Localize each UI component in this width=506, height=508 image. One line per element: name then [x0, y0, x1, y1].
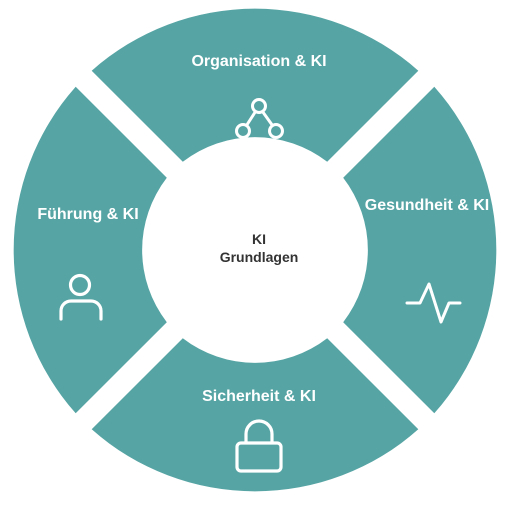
segment-ring: [13, 8, 497, 492]
segment-fuehrung: [13, 86, 167, 414]
lock-icon: [235, 419, 283, 473]
network-icon: [235, 98, 284, 139]
center-title-line1: KI: [252, 231, 266, 247]
segment-label-fuehrung: Führung & KI: [37, 206, 138, 223]
segment-gesundheit: [343, 86, 497, 414]
center-circle: [161, 156, 349, 344]
segment-organisation: [91, 8, 419, 162]
segment-label-organisation: Organisation & KI: [191, 53, 326, 70]
person-icon: [59, 273, 103, 321]
segment-label-sicherheit: Sicherheit & KI: [202, 388, 316, 405]
segment-sicherheit: [91, 338, 419, 492]
center-title-line2: Grundlagen: [220, 249, 299, 265]
pulse-icon: [405, 282, 462, 324]
segment-label-gesundheit: Gesundheit & KI: [365, 197, 489, 214]
